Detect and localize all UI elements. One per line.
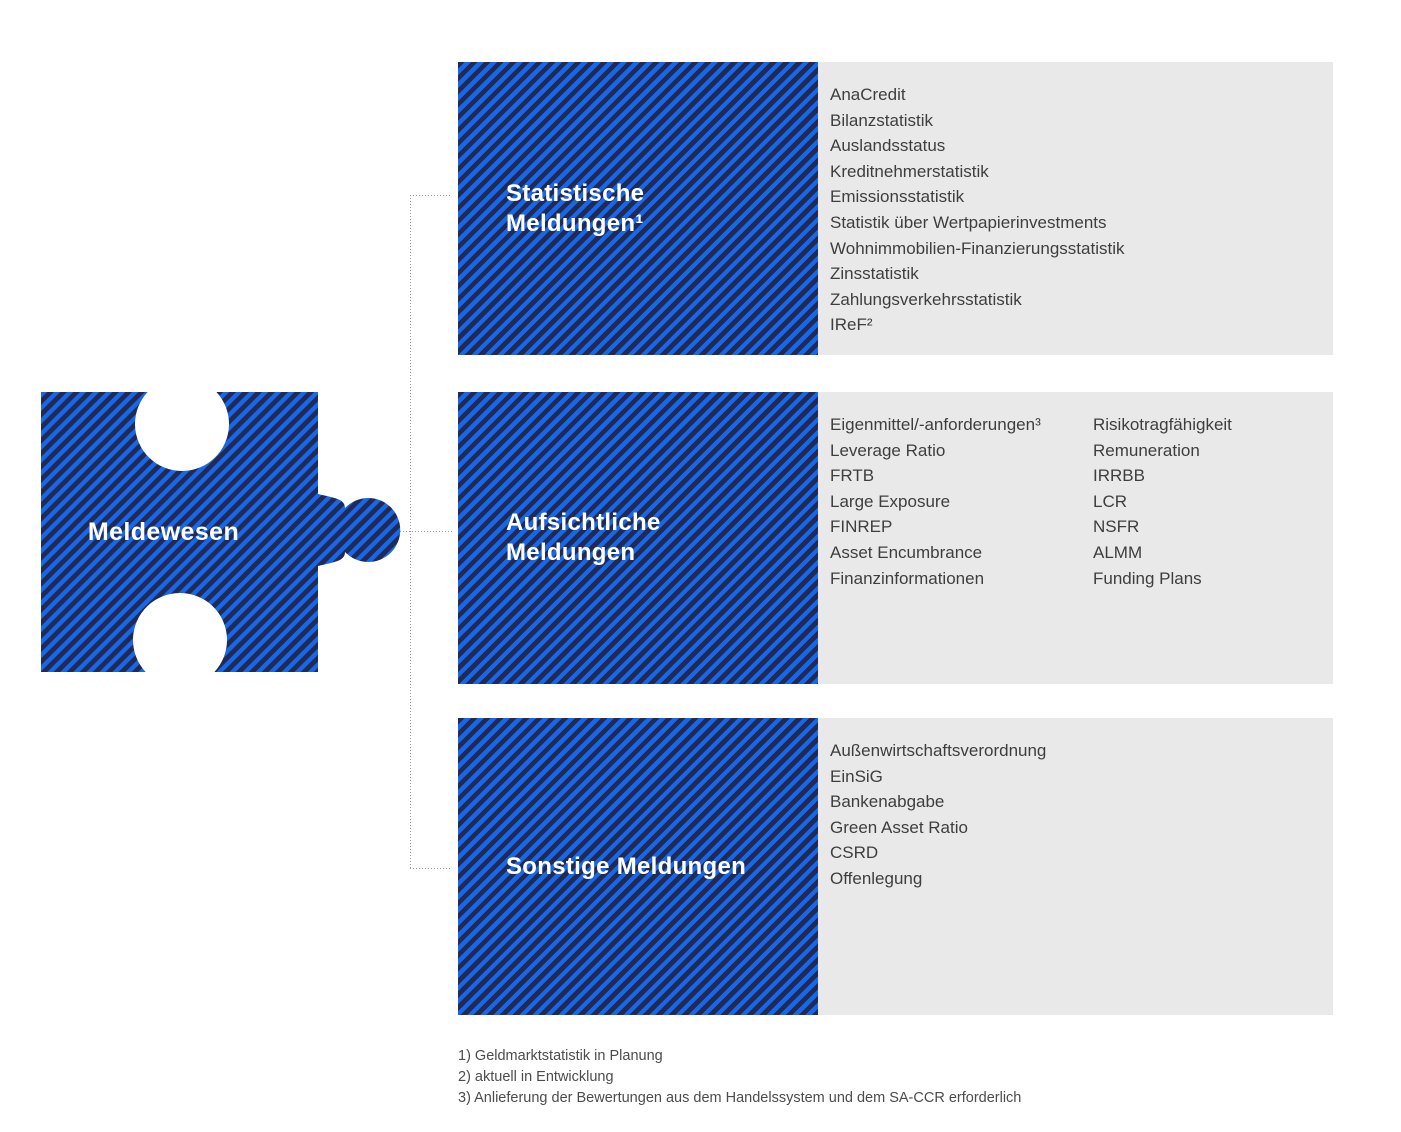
- list-item: Wohnimmobilien-Finanzierungsstatistik: [830, 238, 1125, 258]
- footnote-line: 2) aktuell in Entwicklung: [458, 1068, 614, 1085]
- section-title-line: Statistische: [506, 179, 645, 207]
- list-item: Außenwirtschaftsverordnung: [830, 741, 1047, 760]
- list-item: Auslandsstatus: [830, 136, 946, 156]
- section-box-aufsichtliche: Aufsichtliche Meldungen: [458, 392, 818, 684]
- connector-branch-statistische: [410, 195, 452, 196]
- list-item: ALMM: [1093, 542, 1143, 562]
- list-item: Offenlegung: [830, 868, 923, 888]
- list-item: Finanzinformationen: [830, 568, 985, 588]
- connector-trunk-vertical: [410, 195, 411, 869]
- list-item: Green Asset Ratio: [830, 817, 968, 837]
- list-item: EinSiG: [830, 766, 883, 786]
- list-column-1: Eigenmittel/-anforderungen³ Leverage Rati…: [830, 412, 1093, 591]
- list-item: Leverage Ratio: [830, 440, 946, 460]
- list-item: Eigenmittel/-anforderungen³: [830, 415, 1041, 434]
- puzzle-piece: [41, 392, 401, 672]
- puzzle-label: Meldewesen: [87, 517, 240, 546]
- section-title-line: Aufsichtliche: [506, 509, 661, 536]
- list-item: Zahlungsverkehrsstatistik: [830, 289, 1022, 309]
- list-item: Asset Encumbrance: [830, 542, 983, 562]
- list-item: NSFR: [1093, 517, 1140, 537]
- list-item: IReF²: [830, 315, 873, 335]
- section-box-statistische: Statistische Meldungen¹: [458, 62, 818, 355]
- list-item: FRTB: [830, 466, 875, 486]
- list-item: Remuneration: [1093, 440, 1200, 460]
- list-item: Emissionsstatistik: [830, 187, 965, 207]
- footnote-line: 1) Geldmarktstatistik in Planung: [458, 1048, 663, 1064]
- section-box-sonstige: Sonstige Meldungen: [458, 718, 818, 1015]
- section-title-statistische: Statistische Meldungen¹: [506, 179, 818, 239]
- list-item: Kreditnehmerstatistik: [830, 161, 989, 181]
- list-item: Risikotragfähigkeit: [1093, 415, 1232, 434]
- list-item: AnaCredit: [830, 85, 906, 104]
- list-item: LCR: [1093, 491, 1128, 511]
- puzzle-piece-shape: [41, 392, 401, 672]
- list-item: Bilanzstatistik: [830, 110, 933, 130]
- list-panel-aufsichtliche: Eigenmittel/-anforderungen³ Leverage Rati…: [818, 392, 1333, 684]
- connector-branch-sonstige: [410, 868, 452, 869]
- list-item: Large Exposure: [830, 491, 951, 511]
- section-title-line: Meldungen¹: [506, 209, 644, 237]
- list-item: CSRD: [830, 843, 879, 863]
- list-item: IRRBB: [1093, 466, 1145, 486]
- section-title-line: Meldungen: [506, 539, 636, 566]
- list-item: Bankenabgabe: [830, 792, 945, 812]
- list-item: Statistik über Wertpapierinvestments: [830, 212, 1107, 232]
- connector-branch-aufsichtliche: [397, 531, 452, 532]
- list-item: Funding Plans: [1093, 568, 1202, 588]
- list-item: FINREP: [830, 517, 893, 537]
- list-item: Zinsstatistik: [830, 264, 919, 284]
- section-title-aufsichtliche: Aufsichtliche Meldungen: [506, 508, 818, 568]
- section-title-sonstige: Sonstige Meldungen: [506, 852, 818, 882]
- footnote-line: 3) Anlieferung der Bewertungen aus dem H…: [458, 1089, 1022, 1106]
- footnotes: 1) Geldmarktstatistik in Planung 2) aktu…: [458, 1046, 1021, 1108]
- puzzle-label-layer: Meldewesen: [41, 392, 318, 672]
- section-title-line: Sonstige Meldungen: [506, 852, 747, 880]
